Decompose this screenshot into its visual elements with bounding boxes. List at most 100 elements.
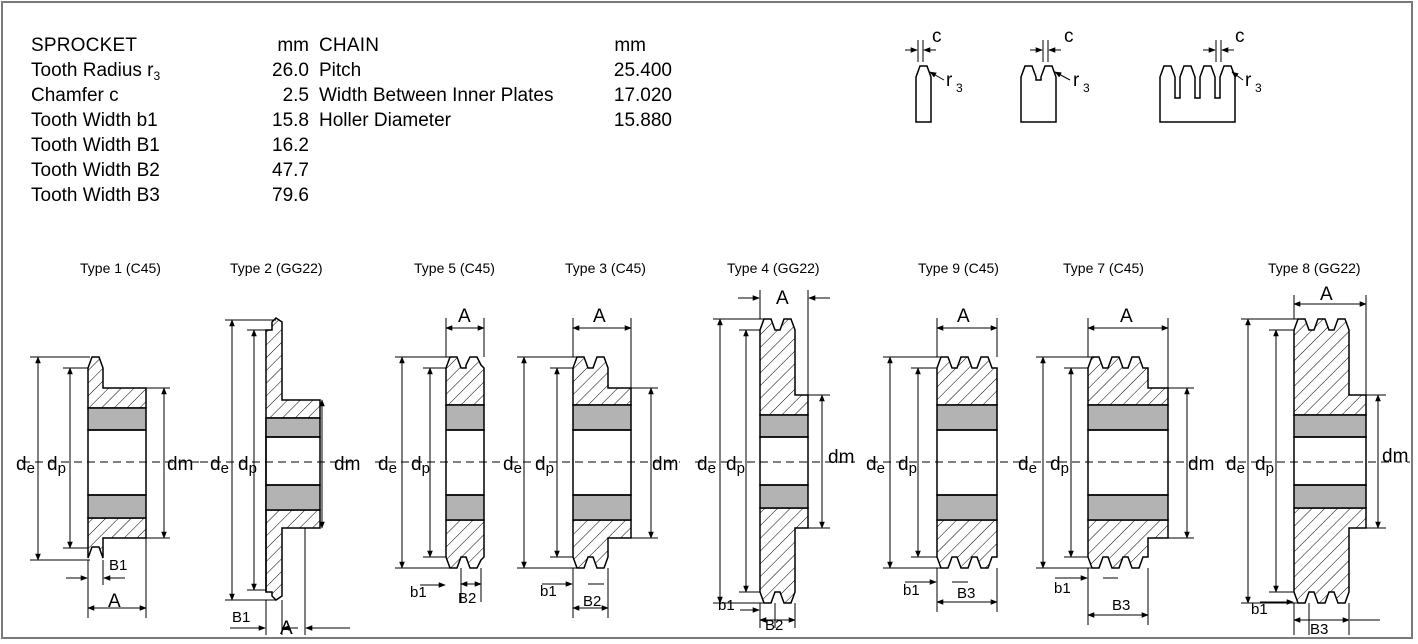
spec-label-sub: 3 bbox=[153, 69, 161, 83]
dim-B2: B2 bbox=[458, 590, 476, 607]
chain-row: Width Between Inner Plates 17.020 bbox=[0, 83, 700, 108]
radius-sub: 3 bbox=[956, 81, 963, 95]
dim-b1: b1 bbox=[540, 583, 557, 600]
radius-sub: 3 bbox=[1255, 81, 1262, 95]
spec-label: Tooth Radius r bbox=[31, 60, 154, 81]
sprocket-type-7 bbox=[1020, 318, 1200, 625]
dim-b1: b1 bbox=[1251, 601, 1268, 618]
spec-label: Tooth Width B1 bbox=[31, 135, 160, 156]
dim-dp: dp bbox=[1255, 454, 1274, 477]
sprocket-spec-table: SPROCKET mm Tooth Radius r3 26.0 Chamfer… bbox=[31, 33, 321, 208]
sprocket-row: Tooth Width B1 16.2 bbox=[31, 133, 321, 158]
dim-A: A bbox=[280, 618, 293, 639]
spec-value: 2.5 bbox=[282, 85, 309, 106]
spec-value: 16.2 bbox=[272, 135, 309, 156]
sprocket-row: Chamfer c 2.5 bbox=[31, 83, 321, 108]
sprocket-type-4 bbox=[695, 290, 855, 628]
spec-label: Pitch bbox=[319, 60, 362, 81]
type-label: Type 7 (C45) bbox=[1063, 260, 1144, 276]
dim-b1: b1 bbox=[903, 582, 920, 599]
spec-value: 15.8 bbox=[272, 110, 309, 131]
chain-row: Holler Diameter 15.880 bbox=[0, 108, 700, 133]
dim-B1: B1 bbox=[109, 557, 127, 574]
dim-A: A bbox=[1320, 284, 1333, 305]
chamfer-label: c bbox=[1235, 26, 1245, 47]
chamfer-label: c bbox=[932, 26, 942, 47]
sprocket-row: Tooth Width B2 47.7 bbox=[31, 158, 321, 183]
sprocket-unit: mm bbox=[277, 35, 309, 56]
dim-B1: B1 bbox=[232, 609, 250, 626]
chain-title: CHAIN bbox=[319, 35, 380, 56]
spec-value: 26.0 bbox=[272, 60, 309, 81]
dim-de: de bbox=[378, 454, 397, 477]
sprocket-header: SPROCKET mm bbox=[31, 33, 321, 58]
dim-B2: B2 bbox=[583, 593, 601, 610]
dim-B3: B3 bbox=[957, 585, 975, 602]
dim-A: A bbox=[593, 306, 606, 327]
sprocket-title: SPROCKET bbox=[31, 35, 138, 56]
dim-A: A bbox=[957, 306, 970, 327]
spec-label: Holler Diameter bbox=[319, 110, 451, 131]
chain-spec-table: CHAIN mm Pitch 25.400 Width Between Inne… bbox=[0, 33, 700, 133]
dim-A: A bbox=[776, 288, 789, 309]
spec-value: 25.400 bbox=[613, 60, 672, 81]
dim-dm: dm bbox=[1188, 454, 1214, 475]
dim-A: A bbox=[1120, 306, 1133, 327]
dim-dm: dm bbox=[167, 454, 193, 475]
radius-label: r bbox=[946, 70, 953, 91]
radius-label: r bbox=[1245, 70, 1252, 91]
dim-dp: dp bbox=[898, 454, 917, 477]
chain-row: Pitch 25.400 bbox=[0, 58, 700, 83]
tooth-profile-double bbox=[1020, 40, 1071, 123]
spec-value: 79.6 bbox=[272, 185, 309, 206]
type-label: Type 5 (C45) bbox=[414, 260, 495, 276]
dim-b1: b1 bbox=[410, 584, 427, 601]
dim-B3: B3 bbox=[1112, 597, 1130, 614]
tooth-profile-single bbox=[905, 40, 945, 123]
sprocket-type-5 bbox=[375, 318, 500, 602]
spec-label: Tooth Width B2 bbox=[31, 160, 160, 181]
type-label: Type 4 (GG22) bbox=[727, 260, 820, 276]
sprocket-type-8 bbox=[1225, 295, 1410, 635]
dim-de: de bbox=[16, 454, 35, 477]
chain-header: CHAIN mm bbox=[0, 33, 700, 58]
dim-b1: b1 bbox=[1054, 580, 1071, 597]
type-label: Type 3 (C45) bbox=[565, 260, 646, 276]
chamfer-label: c bbox=[1064, 26, 1074, 47]
dim-b1: b1 bbox=[718, 597, 735, 614]
dim-dm: dm bbox=[652, 454, 678, 475]
dim-de: de bbox=[210, 454, 229, 477]
dim-dp: dp bbox=[47, 454, 66, 477]
dim-dp: dp bbox=[1050, 454, 1069, 477]
dim-dp: dp bbox=[238, 454, 257, 477]
type-label: Type 1 (C45) bbox=[80, 260, 161, 276]
spec-label: Tooth Width B3 bbox=[31, 185, 160, 206]
dim-dp: dp bbox=[535, 454, 554, 477]
spec-label: Width Between Inner Plates bbox=[319, 85, 554, 106]
dim-A: A bbox=[108, 591, 121, 612]
dim-dp: dp bbox=[411, 454, 430, 477]
dim-de: de bbox=[866, 454, 885, 477]
dim-de: de bbox=[1018, 454, 1037, 477]
spec-label: Chamfer c bbox=[31, 85, 119, 106]
dim-de: de bbox=[1226, 454, 1245, 477]
sprocket-row: Tooth Width B3 79.6 bbox=[31, 183, 321, 208]
dim-dm: dm bbox=[334, 454, 360, 475]
dim-B2: B2 bbox=[765, 617, 783, 634]
dim-dm: dm bbox=[1382, 446, 1408, 467]
sprocket-type-9 bbox=[870, 318, 1020, 612]
type-label: Type 2 (GG22) bbox=[230, 260, 323, 276]
sprocket-type-1 bbox=[22, 356, 200, 618]
radius-label: r bbox=[1073, 70, 1080, 91]
dim-A: A bbox=[458, 306, 471, 327]
sprocket-type-3 bbox=[510, 318, 680, 618]
spec-value: 15.880 bbox=[613, 110, 672, 131]
sprocket-row: Tooth Radius r3 26.0 bbox=[31, 58, 321, 83]
type-label: Type 9 (C45) bbox=[918, 260, 999, 276]
tooth-profile-triple bbox=[1159, 40, 1244, 123]
dim-dp: dp bbox=[726, 454, 745, 477]
type-label: Type 8 (GG22) bbox=[1268, 260, 1361, 276]
sprocket-row: Tooth Width b1 15.8 bbox=[31, 108, 321, 133]
